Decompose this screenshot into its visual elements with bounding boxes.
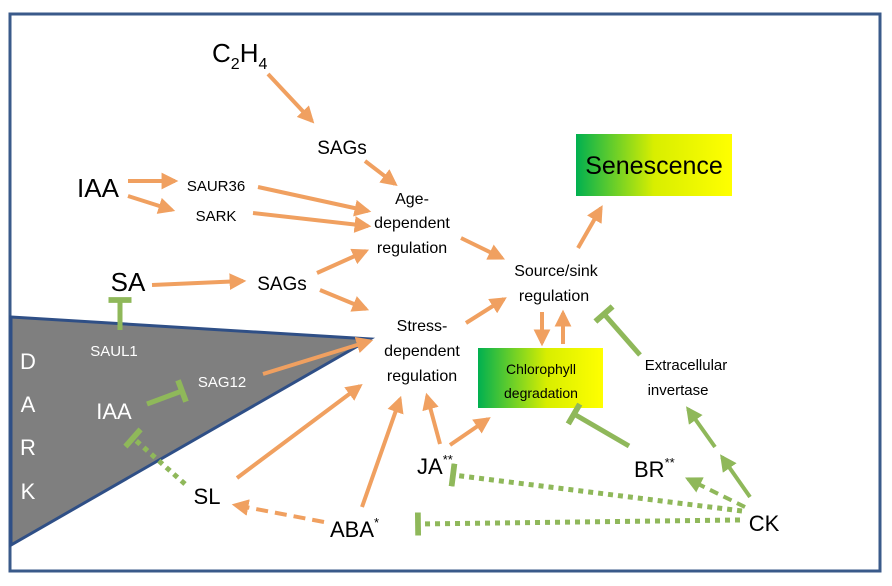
chlorophyll-box	[478, 348, 603, 408]
arrow-sags-age2	[316, 248, 370, 275]
sa-label: SA	[111, 267, 146, 297]
senescence-label: Senescence	[585, 152, 723, 180]
arrow-stress-source	[464, 297, 507, 325]
dark-letter-r: R	[20, 435, 36, 460]
arrow-sark-age	[252, 211, 372, 233]
arrow-c2h4-sags	[266, 72, 315, 124]
extracellular-line2: invertase	[648, 382, 709, 399]
saur36-label: SAUR36	[187, 178, 245, 195]
arrow-br-invertase	[686, 406, 717, 449]
stress-dependent-line1: Stress-	[397, 318, 448, 335]
inhibit-invertase-source	[593, 304, 642, 357]
arrow-ck-br-solid	[720, 454, 752, 499]
dark-letter-a: A	[21, 392, 36, 417]
age-dependent-line2: dependent	[374, 215, 450, 232]
sags-top-label: SAGs	[317, 138, 367, 159]
promoting-arrows	[127, 72, 603, 508]
dark-iaa-label: IAA	[96, 399, 132, 424]
sl-label: SL	[194, 484, 221, 509]
stress-dependent-line2: dependent	[384, 343, 460, 360]
dark-region	[9, 315, 376, 548]
arrow-sags-stress	[319, 288, 370, 312]
sag12-label: SAG12	[198, 374, 246, 391]
inhibit-iaa-sag12	[146, 379, 189, 407]
arrow-sags-age	[363, 159, 398, 187]
inhibit-sl-iaa-dotted	[123, 427, 187, 486]
arrow-sag12-stress	[262, 336, 374, 376]
arrow-aba-stress	[360, 395, 404, 508]
ja-label: JA**	[417, 452, 453, 479]
age-dependent-line3: regulation	[377, 240, 447, 257]
dark-letter-k: K	[21, 479, 36, 504]
ck-label: CK	[749, 511, 780, 536]
stress-dependent-line3: regulation	[387, 368, 457, 385]
dotted-inhibition-lines	[123, 427, 743, 536]
arrow-ck-br-dashed	[684, 477, 746, 509]
inhibit-br-chlorophyll	[565, 402, 631, 449]
arrow-aba-sl-dashed	[231, 499, 325, 524]
sags-mid-label: SAGs	[257, 274, 307, 295]
dark-letter-d: D	[20, 349, 36, 374]
age-dependent-line1: Age-	[395, 191, 429, 208]
extracellular-line1: Extracellular	[645, 357, 728, 374]
chlorophyll-line2: degradation	[504, 385, 578, 401]
sark-label: SARK	[196, 208, 237, 225]
arrow-sa-sags	[151, 273, 247, 290]
arrow-sl-stress	[235, 383, 363, 480]
aba-label: ABA*	[330, 515, 379, 542]
chlorophyll-line1: Chlorophyll	[506, 361, 576, 377]
source-sink-line1: Source/sink	[514, 263, 599, 280]
c2h4-label: C2H4	[212, 38, 267, 73]
inhibition-lines	[108, 297, 642, 449]
inhibit-ck-ja-dotted	[448, 463, 743, 514]
arrow-saur36-age	[257, 185, 372, 217]
arrow-ja-stress	[422, 392, 442, 445]
arrow-age-source	[460, 236, 506, 260]
arrow-iaa-sark	[127, 194, 176, 214]
arrow-source-senescence	[576, 205, 603, 249]
br-label: BR**	[634, 455, 675, 482]
source-sink-line2: regulation	[519, 288, 589, 305]
arrow-ja-chlorophyll	[448, 417, 491, 447]
iaa-label: IAA	[77, 173, 120, 203]
senescence-box	[576, 134, 732, 196]
inhibit-ck-aba-dotted	[414, 512, 741, 536]
saul1-label: SAUL1	[90, 343, 138, 360]
